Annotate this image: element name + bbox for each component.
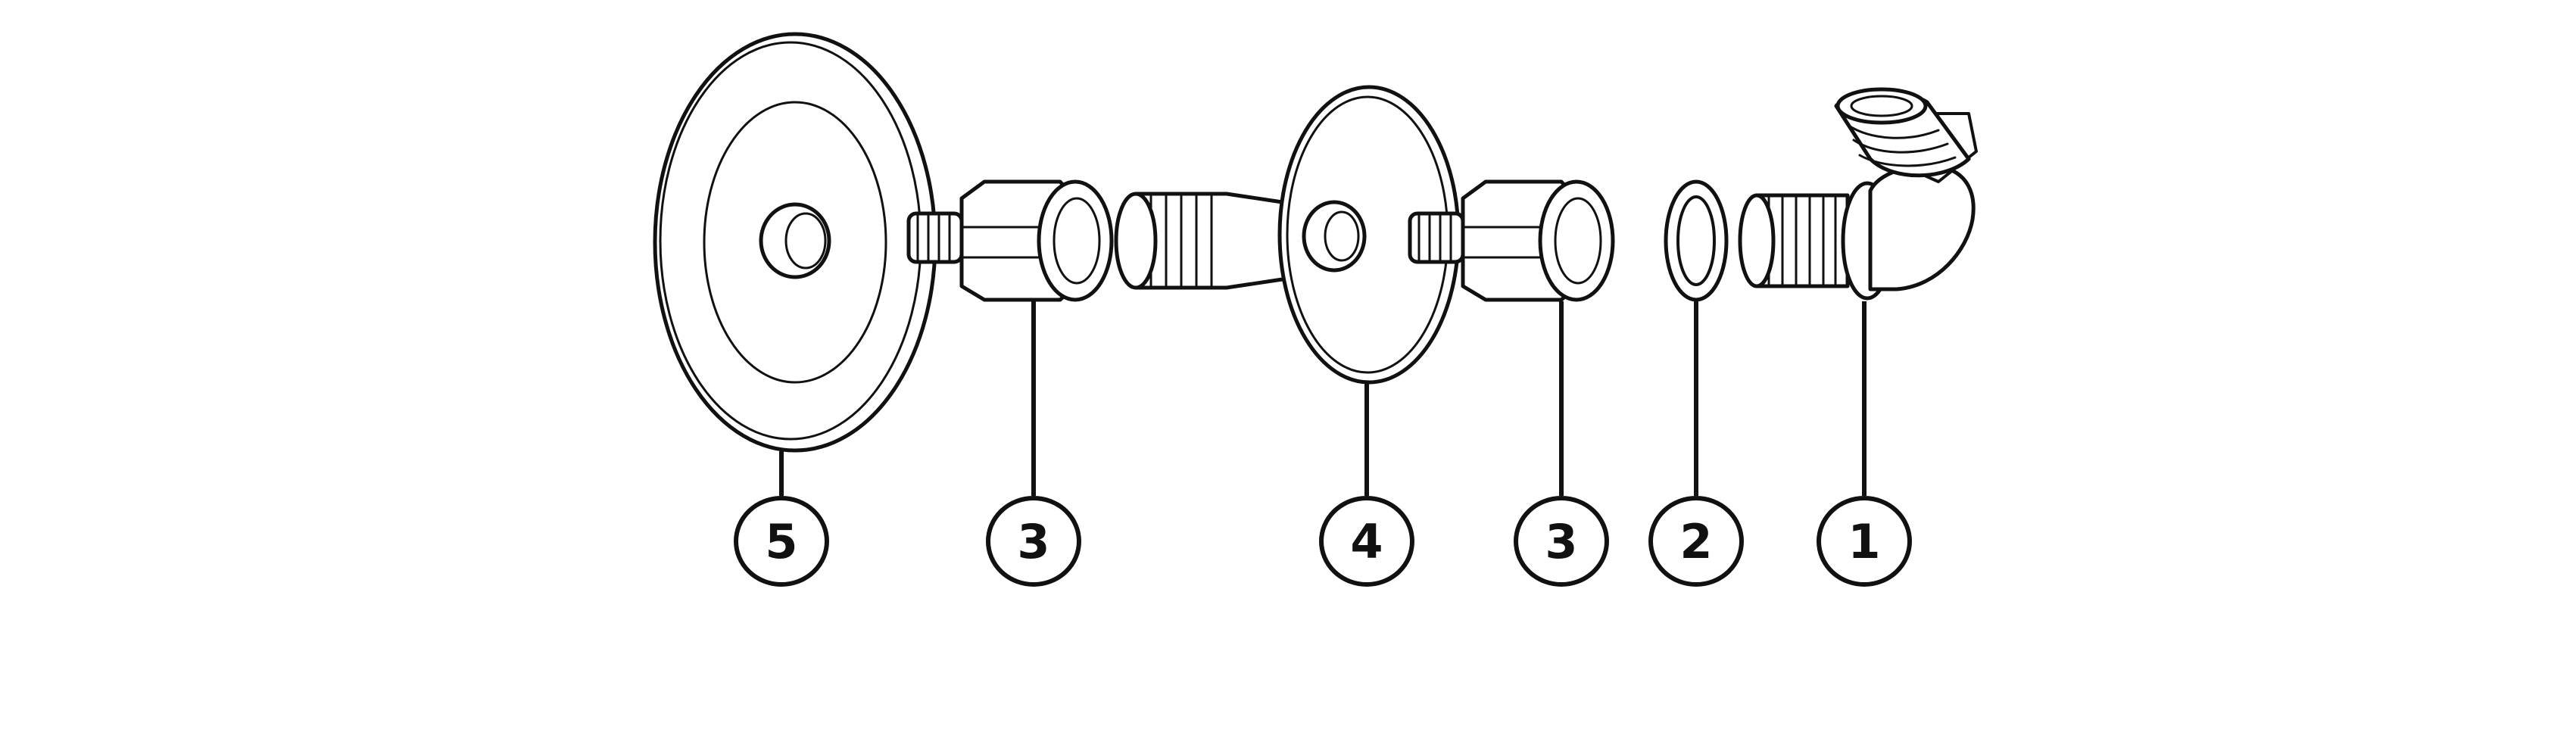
compression-nut-right bbox=[1408, 179, 1615, 302]
callout-4: 4 bbox=[1319, 496, 1414, 587]
callout-label: 4 bbox=[1350, 514, 1383, 569]
callout-2: 2 bbox=[1648, 496, 1744, 587]
threaded-elbow-fitting bbox=[1738, 87, 1978, 301]
callout-3-left: 3 bbox=[986, 496, 1081, 587]
callout-3-right: 3 bbox=[1514, 496, 1609, 587]
large-escutcheon-flange bbox=[653, 32, 937, 453]
washer-ring bbox=[1664, 179, 1729, 302]
callout-5: 5 bbox=[734, 496, 829, 587]
callout-label: 3 bbox=[1017, 514, 1049, 569]
callout-1: 1 bbox=[1817, 496, 1912, 587]
callout-label: 5 bbox=[765, 514, 797, 569]
callout-label: 3 bbox=[1545, 514, 1577, 569]
small-escutcheon-flange bbox=[1277, 85, 1461, 385]
compression-nut-left bbox=[906, 179, 1114, 302]
leader-lines bbox=[779, 301, 1867, 496]
callout-label: 1 bbox=[1848, 514, 1880, 569]
callout-label: 2 bbox=[1679, 514, 1712, 569]
